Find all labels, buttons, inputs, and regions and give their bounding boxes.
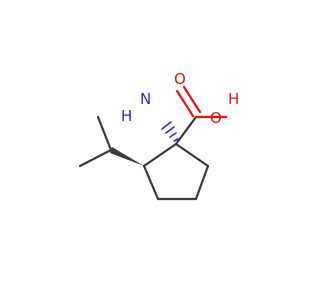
amino-n-label: N	[140, 90, 151, 108]
ring-bond-c4-c5	[194, 164, 210, 201]
molecule-structure: H N O O H	[78, 70, 239, 201]
bond-c1-carboxyl-carbon	[174, 115, 198, 146]
hydroxyl-o-label: O	[210, 109, 222, 127]
ring-bond-c5-c1	[174, 142, 210, 168]
isopropyl-solid-wedge	[110, 147, 144, 166]
carbonyl-o-label: O	[174, 70, 186, 88]
bond-isopropyl-ch-methyl-left	[78, 148, 113, 168]
ring-bond-c1-c2	[142, 142, 178, 168]
hydroxyl-h-label: H	[228, 90, 239, 108]
amino-hashed-wedge	[161, 121, 179, 142]
amino-h-label: H	[121, 107, 132, 125]
bond-isopropyl-ch-methyl-up	[96, 115, 113, 152]
ring-bond-c2-c3	[142, 164, 160, 201]
bond-carbonyl-double-b	[182, 85, 202, 114]
bond-carbonyl-double-a	[175, 89, 195, 118]
